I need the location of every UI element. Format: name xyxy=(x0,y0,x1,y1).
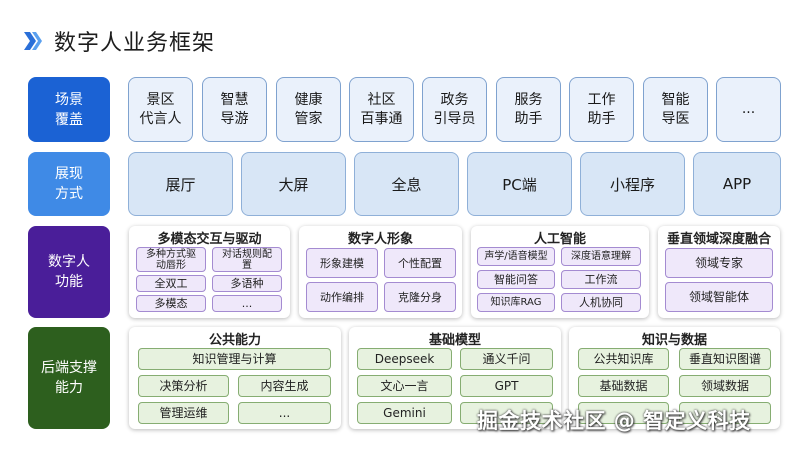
presentation-item: 全息 xyxy=(354,152,459,216)
presentation-item: APP xyxy=(693,152,781,216)
backend-chip-empty xyxy=(460,402,553,424)
backend-chip: 垂直知识图谱 xyxy=(679,348,771,370)
scene-item: 智能 导医 xyxy=(643,77,708,142)
backend-panel-common: 公共能力 知识管理与计算 决策分析 内容生成 管理运维 ... xyxy=(129,327,341,429)
backend-chip: 基础数据 xyxy=(578,375,669,397)
panel-title: 垂直领域深度融合 xyxy=(666,232,771,247)
function-chip: 多模态 xyxy=(136,295,206,312)
backend-panel-models: 基础模型 Deepseek 通义千问 文心一言 GPT Gemini xyxy=(349,327,561,429)
backend-chip: 公共知识库 xyxy=(578,348,669,370)
backend-chip-empty xyxy=(578,402,669,424)
scene-item: 智慧 导游 xyxy=(202,77,267,142)
panel-title: 公共能力 xyxy=(208,333,261,348)
presentation-item: 大屏 xyxy=(241,152,346,216)
scene-item: 健康 管家 xyxy=(276,77,341,142)
backend-chip: 决策分析 xyxy=(138,375,229,397)
function-chip: 领域智能体 xyxy=(665,282,773,312)
page-title: 数字人业务框架 xyxy=(54,31,216,56)
row-label-backend: 后端支撑 能力 xyxy=(28,327,110,429)
presentation-item: 展厅 xyxy=(128,152,233,216)
scene-item: 景区 代言人 xyxy=(128,77,193,142)
backend-chip: 领域数据 xyxy=(679,375,771,397)
backend-chip: 知识管理与计算 xyxy=(138,348,331,370)
function-chip: 多语种 xyxy=(212,275,282,292)
watermark: 掘金技术社区 @ 智定义科技 xyxy=(477,409,751,433)
presentation-item: PC端 xyxy=(467,152,572,216)
function-panel-avatar: 数字人形象 形象建模 个性配置 动作编排 克隆分身 xyxy=(299,226,462,318)
backend-chip: Gemini xyxy=(357,402,452,424)
row-label-presentation: 展现 方式 xyxy=(28,152,110,216)
backend-chip: Deepseek xyxy=(357,348,452,370)
panel-title: 数字人形象 xyxy=(347,232,413,247)
function-panel-ai: 人工智能 声学/语音模型 深度语意理解 智能问答 工作流 知识库RAG 人机协同 xyxy=(471,226,649,318)
panel-title: 基础模型 xyxy=(428,333,481,348)
function-chip: 个性配置 xyxy=(384,248,456,278)
scene-item-more: ... xyxy=(716,77,781,142)
row-label-scenes: 场景 覆盖 xyxy=(28,77,110,142)
presentation-item: 小程序 xyxy=(580,152,685,216)
panel-title: 人工智能 xyxy=(533,232,586,247)
backend-chip: 通义千问 xyxy=(460,348,553,370)
scene-item: 服务 助手 xyxy=(496,77,561,142)
function-chip: 智能问答 xyxy=(477,270,555,289)
function-chip: 克隆分身 xyxy=(384,282,456,312)
backend-chip: 文心一言 xyxy=(357,375,452,397)
function-chip: 对话规则配 置 xyxy=(212,247,282,272)
function-chip: 深度语意理解 xyxy=(561,247,641,266)
scene-item: 政务 引导员 xyxy=(422,77,487,142)
function-chip: 多种方式驱 动唇形 xyxy=(136,247,206,272)
function-chip: 知识库RAG xyxy=(477,293,555,312)
function-panel-multimodal: 多模态交互与驱动 多种方式驱 动唇形 对话规则配 置 全双工 多语种 多模态 .… xyxy=(129,226,290,318)
scene-item: 工作 助手 xyxy=(569,77,634,142)
scene-item: 社区 百事通 xyxy=(349,77,414,142)
backend-chip: 管理运维 xyxy=(138,402,229,424)
backend-chip: 内容生成 xyxy=(238,375,331,397)
function-chip: 工作流 xyxy=(561,270,641,289)
row-label-functions: 数字人 功能 xyxy=(28,226,110,318)
backend-chip-empty xyxy=(679,402,771,424)
panel-title: 知识与数据 xyxy=(641,333,707,348)
function-chip: 全双工 xyxy=(136,275,206,292)
function-chip: 形象建模 xyxy=(306,248,378,278)
double-chevron-right-icon xyxy=(22,30,44,52)
panel-title: 多模态交互与驱动 xyxy=(157,232,262,247)
function-chip: 动作编排 xyxy=(306,282,378,312)
function-chip: 人机协同 xyxy=(561,293,641,312)
header: 数字人业务框架 xyxy=(22,24,215,58)
function-panel-vertical: 垂直领域深度融合 领域专家 领域智能体 xyxy=(658,226,780,318)
backend-panel-knowledge: 知识与数据 公共知识库 垂直知识图谱 基础数据 领域数据 xyxy=(569,327,780,429)
function-chip: 领域专家 xyxy=(665,248,773,278)
backend-chip: GPT xyxy=(460,375,553,397)
function-chip-more: ... xyxy=(212,295,282,312)
backend-chip-more: ... xyxy=(238,402,331,424)
function-chip: 声学/语音模型 xyxy=(477,247,555,266)
